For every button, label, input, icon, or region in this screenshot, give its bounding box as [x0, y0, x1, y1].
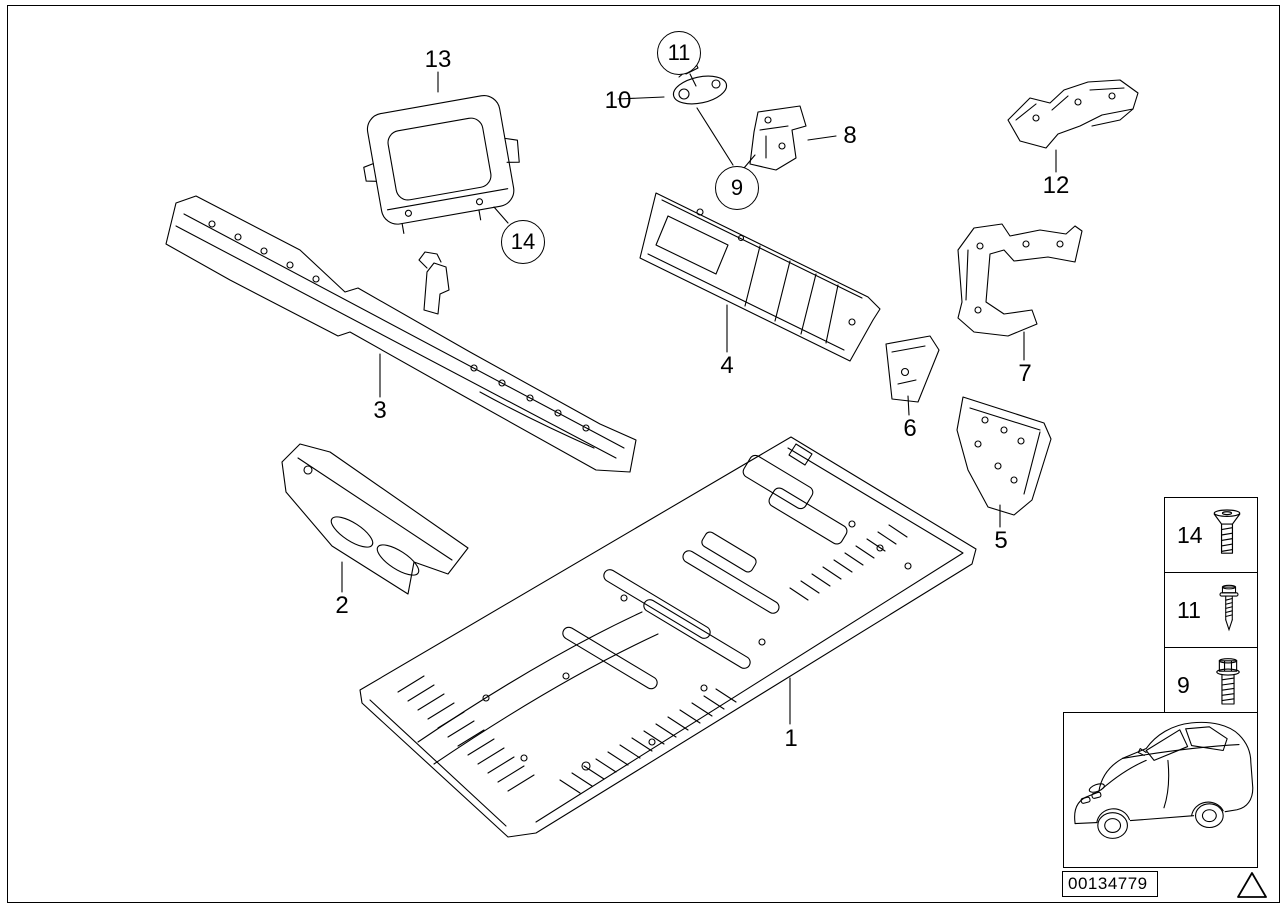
- part-5-drawing: [956, 396, 1052, 516]
- legend-item-14[interactable]: 14: [1165, 498, 1257, 572]
- legend-item-9[interactable]: 9: [1165, 647, 1257, 722]
- legend-label-14: 14: [1177, 521, 1203, 548]
- fastener-legend: 14 11: [1164, 497, 1258, 723]
- part-13-drawing: [363, 95, 520, 234]
- callout-9[interactable]: 9: [715, 166, 759, 210]
- part-3-drawing: [165, 195, 637, 473]
- callout-6[interactable]: 6: [903, 415, 917, 442]
- callout-1[interactable]: 1: [784, 725, 798, 752]
- warning-triangle-icon: [1237, 872, 1267, 898]
- callout-3[interactable]: 3: [373, 397, 387, 424]
- callout-8[interactable]: 8: [843, 122, 857, 149]
- page-border: [7, 5, 1280, 903]
- part-8-drawing: [749, 105, 807, 171]
- part-12-drawing: [1007, 79, 1139, 149]
- part-4-drawing: [639, 192, 881, 362]
- legend-label-9: 9: [1177, 671, 1190, 698]
- legend-item-11[interactable]: 11: [1165, 572, 1257, 647]
- callout-7[interactable]: 7: [1018, 360, 1032, 387]
- car-thumbnail-icon: [1074, 721, 1254, 839]
- doc-number-box: 00134779: [1062, 871, 1158, 897]
- callout-14[interactable]: 14: [501, 220, 545, 264]
- self-tapping-screw-icon: [1219, 584, 1239, 632]
- countersunk-screw-icon: [1213, 509, 1241, 554]
- callout-11[interactable]: 11: [657, 31, 701, 75]
- part-1-drawing: [359, 436, 977, 838]
- legend-label-11: 11: [1177, 596, 1201, 623]
- part-6-drawing: [885, 335, 940, 403]
- callout-10[interactable]: 10: [604, 87, 632, 114]
- callout-5[interactable]: 5: [994, 527, 1008, 554]
- part-2-drawing: [281, 443, 469, 595]
- callout-13[interactable]: 13: [424, 46, 452, 73]
- car-thumbnail-box: [1063, 712, 1258, 868]
- callout-4[interactable]: 4: [720, 352, 734, 379]
- part-7-drawing: [957, 223, 1083, 337]
- flange-bolt-icon: [1216, 658, 1240, 705]
- callout-2[interactable]: 2: [335, 592, 349, 619]
- callout-12[interactable]: 12: [1042, 172, 1070, 199]
- doc-number: 00134779: [1068, 874, 1148, 893]
